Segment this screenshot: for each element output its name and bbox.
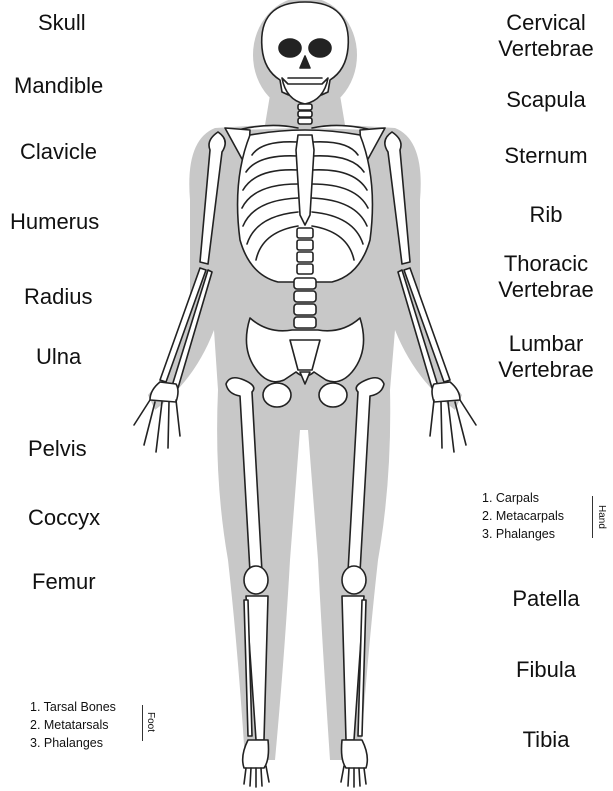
label-scapula: Scapula: [486, 87, 606, 113]
hand-legend: 1. Carpals 2. Metacarpals 3. Phalanges: [482, 489, 564, 543]
foot-legend: 1. Tarsal Bones 2. Metatarsals 3. Phalan…: [30, 698, 116, 752]
label-clavicle: Clavicle: [20, 139, 97, 165]
label-patella: Patella: [486, 586, 606, 612]
label-mandible: Mandible: [14, 73, 103, 99]
label-cervical-vertebrae: Cervical Vertebrae: [486, 10, 606, 62]
obturator-right: [319, 383, 347, 407]
hand-legend-bracket: [592, 496, 593, 538]
hand-left: [134, 382, 180, 452]
foot-legend-group-label: Foot: [145, 712, 155, 732]
hand-right: [430, 382, 476, 452]
patella-left: [244, 566, 268, 594]
foot-legend-item: 1. Tarsal Bones: [30, 698, 116, 716]
label-tibia: Tibia: [486, 727, 606, 753]
label-pelvis: Pelvis: [28, 436, 87, 462]
foot-left: [243, 740, 269, 787]
hand-legend-group-label: Hand: [596, 505, 606, 529]
label-radius: Radius: [24, 284, 92, 310]
foot-right: [341, 740, 367, 787]
foot-legend-item: 3. Phalanges: [30, 734, 116, 752]
label-coccyx: Coccyx: [28, 505, 100, 531]
label-skull: Skull: [38, 10, 86, 36]
label-femur: Femur: [32, 569, 96, 595]
label-ulna: Ulna: [36, 344, 81, 370]
obturator-left: [263, 383, 291, 407]
cervical-vertebrae-shape: [298, 104, 312, 124]
foot-legend-item: 2. Metatarsals: [30, 716, 116, 734]
label-lumbar-vertebrae: Lumbar Vertebrae: [486, 331, 606, 383]
label-thoracic-vertebrae: Thoracic Vertebrae: [486, 251, 606, 303]
label-fibula: Fibula: [486, 657, 606, 683]
patella-right: [342, 566, 366, 594]
foot-legend-bracket: [142, 705, 143, 741]
eye-socket-right: [309, 39, 331, 57]
hand-legend-item: 1. Carpals: [482, 489, 564, 507]
label-rib: Rib: [486, 202, 606, 228]
eye-socket-left: [279, 39, 301, 57]
hand-legend-item: 2. Metacarpals: [482, 507, 564, 525]
label-humerus: Humerus: [10, 209, 99, 235]
label-sternum: Sternum: [486, 143, 606, 169]
hand-legend-item: 3. Phalanges: [482, 525, 564, 543]
